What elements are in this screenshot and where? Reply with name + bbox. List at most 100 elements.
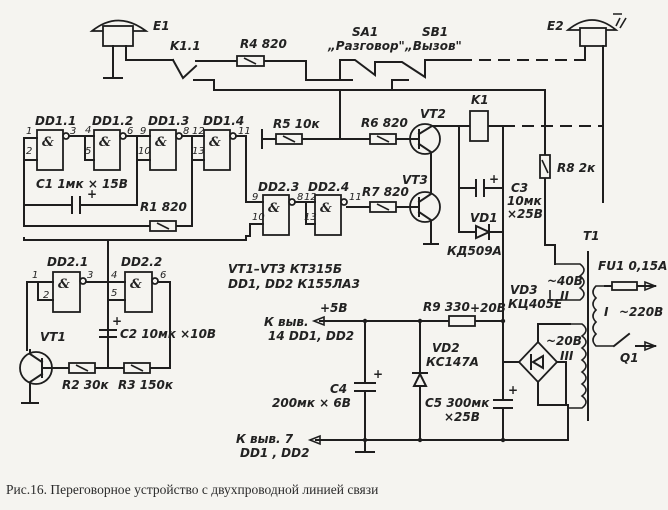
gate-dd2-3: &	[262, 194, 296, 236]
label-vt3: VT3	[402, 173, 428, 187]
label-vd1-type: КД509А	[447, 244, 502, 258]
diode-vd1	[475, 224, 492, 240]
transistor-vt1	[19, 349, 53, 404]
gate-dd1-4: &	[203, 129, 237, 171]
svg-text:+: +	[112, 314, 122, 328]
label-dd2-1: DD2.1	[47, 255, 88, 269]
label-sa1-name: „Разговор"	[327, 39, 405, 53]
arrow-out-gnd	[307, 434, 321, 446]
svg-text:10: 10	[138, 146, 151, 157]
label-k1: K1	[471, 93, 489, 107]
arrow-mains-1	[644, 280, 658, 292]
label-vd3-type: КЦ405Е	[508, 297, 563, 311]
svg-text:+: +	[508, 383, 518, 397]
capacitor-c1	[71, 196, 81, 214]
label-c4: C4	[330, 382, 347, 396]
gate-dd2-2: &	[124, 271, 159, 313]
label-dd2-2: DD2.2	[121, 255, 162, 269]
label-c3: C3	[511, 181, 528, 195]
label-r1: R1 820	[140, 200, 187, 214]
svg-text:&: &	[99, 135, 111, 150]
label-winding-3: III	[560, 349, 574, 363]
svg-text:9: 9	[252, 192, 258, 203]
label-winding-2-voltage: ~40В	[547, 274, 583, 288]
svg-text:1: 1	[32, 270, 38, 281]
label-e2: E2	[547, 19, 564, 33]
diode-bridge-vd3	[517, 340, 559, 384]
svg-text:8: 8	[183, 126, 189, 137]
svg-text:&: &	[58, 277, 70, 292]
label-t1: T1	[583, 229, 600, 243]
capacitor-c2	[99, 329, 117, 338]
transistor-vt3	[409, 169, 441, 245]
svg-text:13: 13	[192, 146, 205, 157]
svg-text:&: &	[268, 201, 280, 216]
label-r2: R2 30к	[62, 378, 109, 392]
svg-text:&: &	[209, 135, 221, 150]
svg-text:×25В: ×25В	[507, 207, 543, 221]
label-vt1: VT1	[40, 330, 66, 344]
svg-text:×25В: ×25В	[444, 410, 480, 424]
label-r7: R7 820	[362, 185, 409, 199]
figure-caption: Рис.16. Переговорное устройство с двухпр…	[6, 482, 379, 497]
transformer-t1	[549, 251, 614, 421]
svg-text:12: 12	[192, 126, 205, 137]
svg-text:4: 4	[85, 125, 91, 136]
capacitor-c4	[354, 382, 376, 392]
svg-text:14 DD1, DD2: 14 DD1, DD2	[268, 329, 354, 343]
resistor-r9	[448, 315, 476, 327]
label-sb1: SB1	[422, 25, 448, 39]
label-mains-voltage: ~220В	[619, 305, 663, 319]
svg-text:5: 5	[85, 146, 91, 157]
resistor-r7	[369, 201, 397, 213]
svg-text:9: 9	[140, 126, 146, 137]
label-k1-1: K1.1	[170, 39, 201, 53]
svg-text:3: 3	[87, 270, 93, 281]
svg-text:12: 12	[304, 192, 317, 203]
label-vt2: VT2	[420, 107, 446, 121]
label-r4: R4 820	[240, 37, 287, 51]
svg-text:&: &	[155, 135, 167, 150]
resistor-r8	[539, 154, 551, 179]
svg-text:6: 6	[127, 126, 133, 137]
gate-dd2-4: &	[314, 194, 348, 236]
label-vd2: VD2	[432, 341, 460, 355]
label-r9: R9 330	[423, 300, 470, 314]
fuse-fu1	[611, 281, 638, 291]
svg-text:+: +	[87, 187, 97, 201]
svg-text:&: &	[42, 135, 54, 150]
svg-text:3: 3	[70, 126, 76, 137]
svg-text:8: 8	[297, 192, 303, 203]
label-vd3: VD3	[510, 283, 538, 297]
label-winding-3-voltage: ~20В	[546, 334, 582, 348]
label-sa1: SA1	[352, 25, 378, 39]
capacitor-c3	[475, 179, 485, 197]
relay-coil-k1	[469, 110, 489, 142]
svg-text:2: 2	[26, 146, 32, 157]
label-to-pin14: К выв.	[264, 315, 309, 329]
label-plus20v: +20В	[470, 301, 506, 315]
arrow-mains-2	[644, 340, 658, 352]
svg-text:2: 2	[43, 290, 49, 301]
resistor-r2	[68, 362, 96, 374]
gate-dd1-2: &	[93, 129, 127, 171]
label-winding-2: II	[560, 289, 569, 303]
svg-text:&: &	[320, 201, 332, 216]
label-dd2-4: DD2.4	[308, 180, 349, 194]
svg-text:200мк × 6В: 200мк × 6В	[272, 396, 351, 410]
svg-text:+: +	[373, 367, 383, 381]
label-vd1: VD1	[470, 211, 498, 225]
label-fu1: FU1 0,15А	[598, 259, 667, 273]
label-transistor-types: VT1–VT3 КТ315Б	[228, 262, 342, 276]
label-dd2-3: DD2.3	[258, 180, 299, 194]
svg-text:10мк: 10мк	[507, 194, 543, 208]
svg-text:DD1 , DD2: DD1 , DD2	[240, 446, 309, 460]
gate-dd1-3: &	[149, 129, 183, 171]
label-r5: R5 10к	[273, 117, 320, 131]
gate-dd1-1: &	[36, 129, 70, 171]
label-dd1-4: DD1.4	[203, 114, 244, 128]
label-r3: R3 150к	[118, 378, 174, 392]
label-plus5v: +5В	[320, 301, 348, 315]
